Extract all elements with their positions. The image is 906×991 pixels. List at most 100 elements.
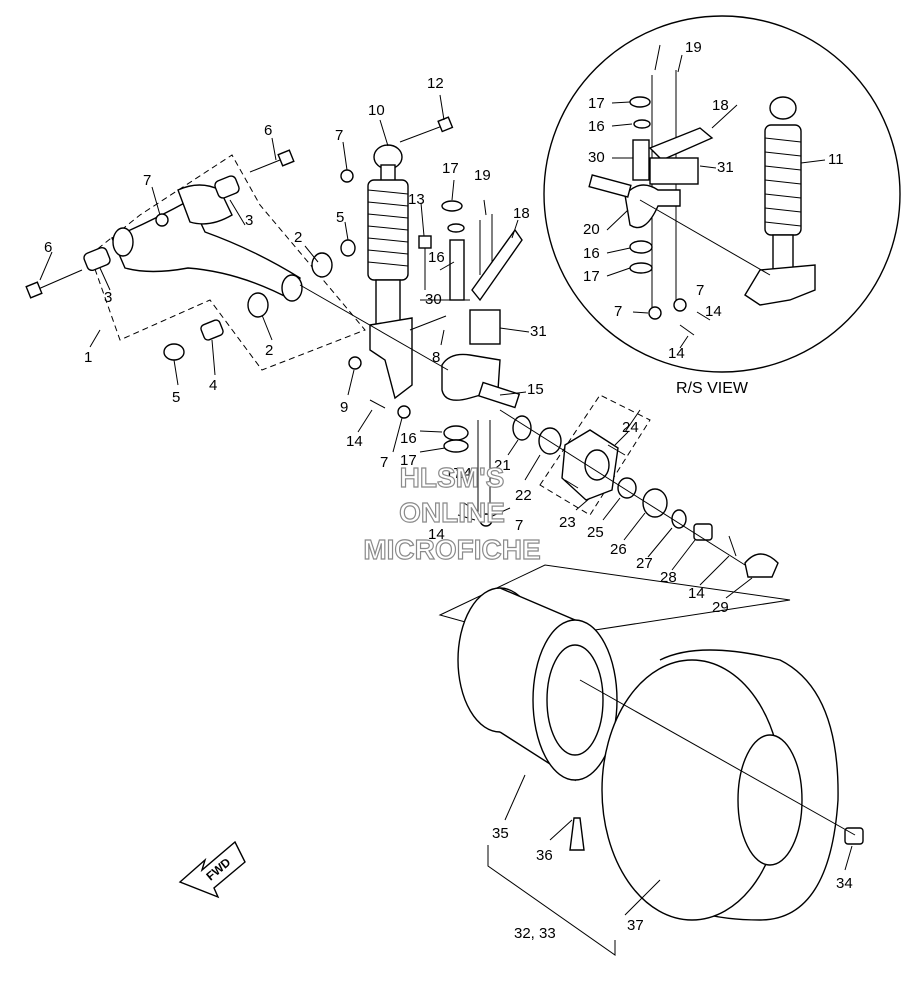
washer-5-upper <box>340 239 356 257</box>
part-label: 6 <box>44 239 52 256</box>
bushing-2-upper <box>311 252 333 278</box>
bolt-13-head <box>418 235 432 249</box>
bearing-26 <box>642 488 668 518</box>
rs-part-label: 31 <box>717 159 734 176</box>
arm-to-knuckle-line <box>299 284 449 371</box>
hub-assembly <box>499 394 779 578</box>
valve-36 <box>569 817 585 851</box>
part-label: 7 <box>335 127 343 144</box>
part-label: 7 <box>143 172 151 189</box>
rs-part-label: 30 <box>588 149 605 166</box>
rs-axis-line <box>639 199 771 276</box>
hub-group-outline <box>539 394 651 516</box>
spindle-15 <box>477 381 521 409</box>
part-label: 6 <box>264 122 272 139</box>
part-label: 17 <box>445 465 462 482</box>
washer-17-top <box>441 200 463 212</box>
bolt-12 <box>399 124 446 143</box>
collar-30 <box>449 239 465 301</box>
rs-view-circle <box>543 15 901 373</box>
fwd-arrow: FWD <box>178 840 246 899</box>
part-label: 37 <box>627 917 644 934</box>
hub-axis-line <box>499 409 746 566</box>
part-label: 34 <box>836 875 853 892</box>
part-label: 7 <box>515 517 523 534</box>
a-arm-front-eye <box>112 227 134 257</box>
shock-lower-bracket <box>369 317 413 400</box>
nut-7-shock <box>340 169 354 183</box>
watermark: HLSM'S ONLINE MICROFICHE <box>363 461 542 565</box>
part-label: 4 <box>209 377 217 394</box>
part-label: 3 <box>245 212 253 229</box>
rs-nut-7-b <box>673 298 687 312</box>
nut-7-arm <box>155 213 169 227</box>
part-label: 21 <box>494 457 511 474</box>
part-label: 18 <box>513 205 530 222</box>
stud-24-a <box>607 444 626 456</box>
rs-cotter-14-b <box>679 324 695 336</box>
part-label: 13 <box>408 191 425 208</box>
bushing-3-upper <box>214 175 240 199</box>
washer-27 <box>671 509 687 529</box>
part-label: 14 <box>455 465 472 482</box>
cotter-pin-14-b <box>463 502 479 513</box>
rs-part-label: 14 <box>705 303 722 320</box>
stud-24-b <box>564 479 579 489</box>
part-label: 32, 33 <box>514 925 556 942</box>
part-label: 9 <box>340 399 348 416</box>
seal-21 <box>512 415 532 441</box>
rs-part-label: 17 <box>588 95 605 112</box>
rs-knuckle-20 <box>624 184 681 229</box>
part-label: 28 <box>660 569 677 586</box>
part-label: 1 <box>84 349 92 366</box>
bushing-16-lower <box>443 425 469 441</box>
part-label: 30 <box>425 291 442 308</box>
rs-part-label: 20 <box>583 221 600 238</box>
rs-cotter-14-a <box>696 311 711 321</box>
part-label: 23 <box>559 514 576 531</box>
collar-25 <box>617 477 637 499</box>
rs-spindle <box>588 174 632 198</box>
part-label: 16 <box>400 430 417 447</box>
part-label: 17 <box>442 160 459 177</box>
rs-view-inset <box>543 15 901 373</box>
part-label: 14 <box>688 585 705 602</box>
rs-leaders <box>606 44 826 349</box>
wheel-group-bracket <box>487 845 616 956</box>
wheel-assembly <box>438 564 864 956</box>
rim-inner <box>546 644 604 756</box>
leader-lines <box>39 94 853 916</box>
part-label: 14 <box>346 433 363 450</box>
collar-4 <box>200 319 224 341</box>
part-label: 25 <box>587 524 604 541</box>
bushing-16-top <box>447 223 465 233</box>
part-label: 35 <box>492 825 509 842</box>
rs-part-label: 16 <box>588 118 605 135</box>
part-label: 2 <box>265 342 273 359</box>
rs-part-label: 19 <box>685 39 702 56</box>
rs-part-labels: 19 17 16 18 30 31 11 20 16 17 7 7 14 14 <box>583 39 844 362</box>
rs-nut-7-a <box>648 306 662 320</box>
part-label: 2 <box>294 229 302 246</box>
part-label: 10 <box>368 102 385 119</box>
hub-center <box>584 449 610 481</box>
dust-cap-29 <box>744 553 779 578</box>
rs-washer-17-lower <box>629 262 653 274</box>
cotter-pin-14-a <box>369 399 386 409</box>
part-label: 15 <box>527 381 544 398</box>
rs-bushing-16 <box>633 119 651 129</box>
rs-part-label: 7 <box>696 282 704 299</box>
bolt-6-front-head <box>25 281 43 299</box>
rs-block-31 <box>649 157 699 185</box>
washer-17-lower <box>443 439 469 453</box>
rs-part-label: 18 <box>712 97 729 114</box>
fwd-arrow-icon <box>178 840 246 899</box>
bushing-2-lower <box>247 292 269 318</box>
part-label: 22 <box>515 487 532 504</box>
part-label: 14 <box>428 526 445 543</box>
rs-part-label: 7 <box>614 303 622 320</box>
part-label: 19 <box>474 167 491 184</box>
rs-plate-18 <box>648 127 714 161</box>
bolt-6-front <box>35 269 83 291</box>
